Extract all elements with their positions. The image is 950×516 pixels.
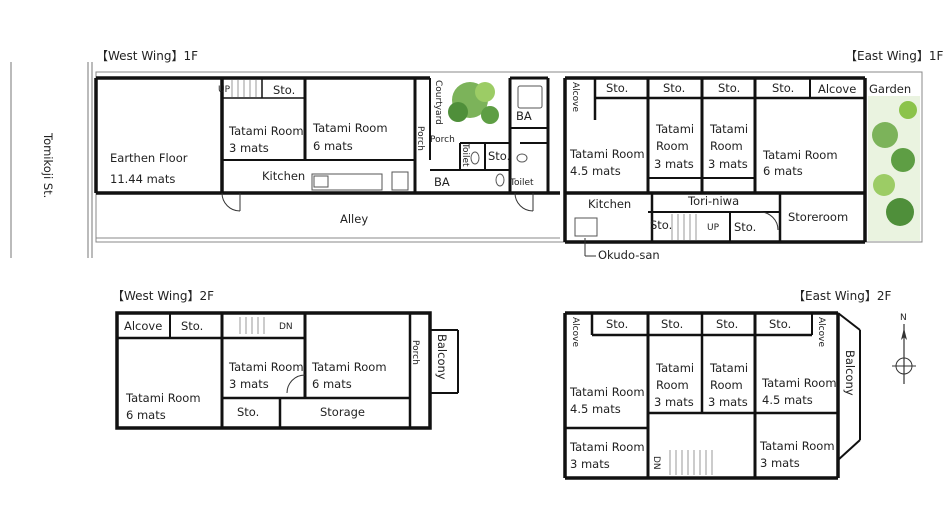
east-2f-tatami2-b: Room (656, 378, 689, 392)
east-1f-tatami2-size: 3 mats (654, 157, 694, 171)
east-1f-tatami3-a: Tatami (709, 122, 748, 136)
west-1f-ba-top: BA (516, 109, 532, 123)
earthen-floor-label: Earthen Floor (110, 151, 188, 165)
alley-label: Alley (340, 212, 368, 226)
east-2f-tatami5: Tatami Room (569, 440, 645, 454)
east-1f-alcove-v: Alcove (570, 82, 580, 112)
west-2f-tatami-b: Tatami Room (311, 360, 387, 374)
east-2f-tatami3-size: 3 mats (708, 395, 748, 409)
street-label: Tomikoji St. (41, 132, 55, 198)
east-1f-labels: Alcove Sto. Sto. Sto. Sto. Alcove Garden… (569, 81, 911, 262)
east-2f-sto1: Sto. (606, 317, 628, 331)
west-2f-tatami-a: Tatami Room (228, 360, 304, 374)
east-2f-sto4: Sto. (769, 317, 791, 331)
east-1f-garden: Garden (869, 82, 911, 96)
east-1f-tatami2-b: Room (656, 139, 689, 153)
east-2f-alcove-r: Alcove (816, 317, 826, 347)
west-1f-tatami-b-size: 6 mats (313, 139, 353, 153)
east-1f-sto3: Sto. (718, 81, 740, 95)
courtyard-label: Courtyard (433, 80, 443, 125)
east-2f-tatami6: Tatami Room (759, 439, 835, 453)
east-2f-sto2: Sto. (661, 317, 683, 331)
west-1f-labels: Earthen Floor 11.44 mats UP Sto. Tatami … (110, 80, 534, 189)
garden-plants (868, 96, 920, 241)
east-2f-balcony: Balcony (843, 350, 857, 396)
west-1f-tatami-a-size: 3 mats (229, 141, 269, 155)
east-1f-tatami2-a: Tatami (655, 122, 694, 136)
east-1f-storeroom: Storeroom (788, 210, 848, 224)
east-1f-header: 【East Wing】1F (845, 49, 944, 63)
east-1f-sto6: Sto. (734, 220, 756, 234)
west-1f-tatami-a: Tatami Room (228, 124, 304, 138)
east-2f-sto3: Sto. (716, 317, 738, 331)
west-2f-sto2: Sto. (237, 405, 259, 419)
east-1f-sto1: Sto. (606, 81, 628, 95)
west-2f-storage: Storage (320, 405, 365, 419)
west-1f-toilet: Toilet (460, 142, 470, 167)
courtyard-plants (448, 82, 499, 124)
east-2f-dn: DN (651, 456, 661, 470)
east-1f-tatami4-size: 6 mats (763, 164, 803, 178)
east-2f-tatami1: Tatami Room (569, 385, 645, 399)
west-1f-sto: Sto. (273, 83, 295, 97)
west-1f-porch2: Porch (430, 135, 455, 145)
east-1f-alcove: Alcove (818, 82, 856, 96)
west-1f-toilet2: Toilet (509, 178, 534, 188)
east-2f-tatami2-size: 3 mats (654, 395, 694, 409)
west-2f-sto1: Sto. (181, 319, 203, 333)
east-1f-sto4: Sto. (772, 81, 794, 95)
east-2f-tatami3-a: Tatami (709, 361, 748, 375)
east-1f-sto2: Sto. (663, 81, 685, 95)
east-1f-tatami3-size: 3 mats (708, 157, 748, 171)
west-2f-porch: Porch (410, 340, 420, 365)
west-2f-tatami-b-size: 6 mats (312, 377, 352, 391)
east-2f-tatami4-size: 4.5 mats (762, 393, 813, 407)
west-2f-alcove: Alcove (124, 319, 162, 333)
west-1f-header: 【West Wing】1F (96, 49, 198, 63)
west-1f-sto2: Sto. (488, 149, 510, 163)
east-2f-labels: Alcove Sto. Sto. Sto. Sto. Alcove Balcon… (569, 317, 857, 471)
east-1f-tatami4: Tatami Room (762, 148, 838, 162)
east-wing-2f (563, 311, 861, 480)
east-2f-tatami3-b: Room (710, 378, 743, 392)
east-1f-tatami1-size: 4.5 mats (570, 164, 621, 178)
east-1f-okudo: Okudo-san (598, 248, 660, 262)
east-2f-tatami5-size: 3 mats (570, 457, 610, 471)
west-1f-up: UP (218, 85, 231, 95)
east-2f-tatami6-size: 3 mats (760, 456, 800, 470)
west-wing-2f (115, 311, 459, 430)
east-2f-header: 【East Wing】2F (793, 289, 892, 303)
compass-n: N (900, 313, 907, 323)
east-2f-alcove-l: Alcove (570, 317, 580, 347)
west-1f-kitchen: Kitchen (262, 169, 305, 183)
west-wing-1f (94, 76, 560, 212)
west-1f-porch: Porch (415, 126, 425, 151)
west-1f-tatami-b: Tatami Room (312, 121, 388, 135)
west-2f-tatami-c: Tatami Room (125, 391, 201, 405)
east-1f-tori-niwa: Tori-niwa (687, 194, 739, 208)
west-2f-balcony: Balcony (435, 334, 449, 380)
east-2f-tatami4: Tatami Room (761, 376, 837, 390)
east-1f-up: UP (707, 223, 720, 233)
east-2f-tatami1-size: 4.5 mats (570, 402, 621, 416)
west-2f-tatami-c-size: 6 mats (126, 408, 166, 422)
east-1f-tatami3-b: Room (710, 139, 743, 153)
east-1f-sto5: Sto. (650, 218, 672, 232)
earthen-floor-size: 11.44 mats (110, 172, 175, 186)
compass-icon: N (892, 313, 916, 384)
east-wing-1f (563, 76, 867, 257)
east-1f-kitchen: Kitchen (588, 197, 631, 211)
west-2f-dn: DN (279, 322, 293, 332)
east-1f-tatami1: Tatami Room (569, 147, 645, 161)
east-2f-tatami2-a: Tatami (655, 361, 694, 375)
west-1f-ba-bottom: BA (434, 175, 450, 189)
west-2f-labels: Alcove Sto. DN Tatami Room 3 mats Tatami… (124, 319, 449, 422)
west-2f-tatami-a-size: 3 mats (229, 377, 269, 391)
west-2f-header: 【West Wing】2F (112, 289, 214, 303)
